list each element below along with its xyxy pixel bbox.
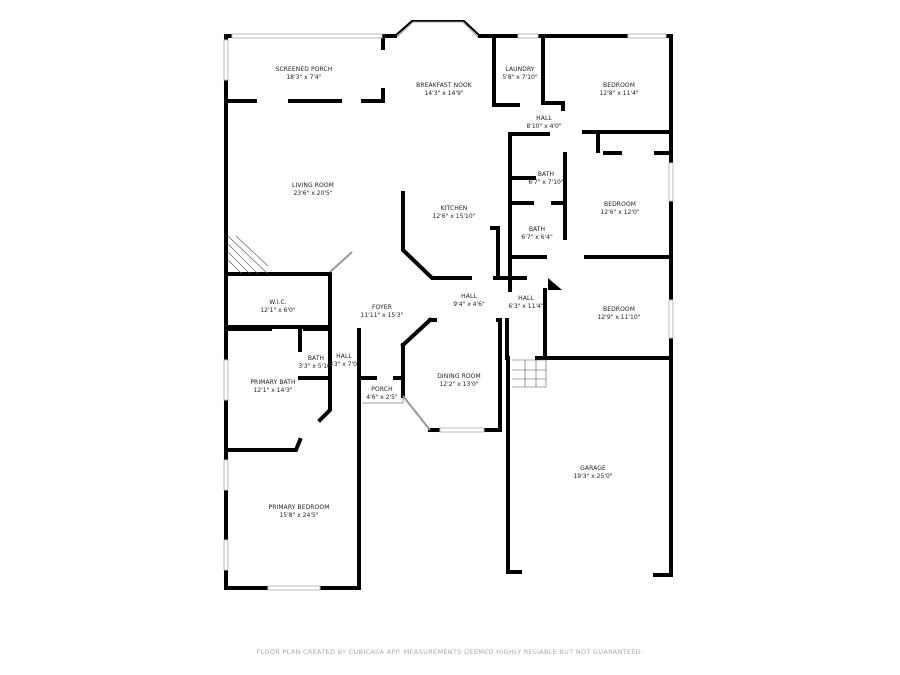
- room-dims: 6'7" x 7'10": [528, 179, 564, 186]
- room-name: BATH: [538, 171, 554, 178]
- room-name: PORCH: [371, 386, 392, 393]
- room-name: HALL: [518, 295, 534, 302]
- room-dims: 12'1" x 6'0": [260, 307, 296, 314]
- room-name: FOYER: [372, 304, 392, 311]
- room-name: W.I.C.: [269, 299, 287, 306]
- room-dims: 15'8" x 24'5": [279, 512, 318, 519]
- room-dims: 6'7" x 6'4": [521, 234, 553, 241]
- disclaimer-footer: FLOOR PLAN CREATED BY CUBICASA APP. MEAS…: [256, 648, 644, 656]
- room-name: BEDROOM: [603, 306, 635, 313]
- room-name: SCREENED PORCH: [276, 66, 333, 73]
- room-name: GARAGE: [580, 465, 606, 472]
- room-dims: 11'11" x 15'3": [361, 312, 404, 319]
- room-dims: 12'6" x 15'10": [433, 213, 476, 220]
- room-dims: 8'10" x 4'0": [526, 123, 562, 130]
- garage-stairs: [512, 359, 547, 388]
- room-name: BEDROOM: [603, 82, 635, 89]
- room-name: BREAKFAST NOOK: [416, 82, 473, 89]
- room-dims: 23'6" x 20'5": [293, 190, 332, 197]
- fireplace: [227, 235, 269, 275]
- room-dims: 5'8" x 7'10": [502, 74, 538, 81]
- room-dims: 12'2" x 13'0": [439, 381, 478, 388]
- room-name: LAUNDRY: [505, 66, 534, 73]
- room-dims: 3'3" x 7'0": [328, 361, 360, 368]
- room-name: HALL: [536, 115, 552, 122]
- room-dims: 12'1" x 14'3": [253, 387, 292, 394]
- room-labels: SCREENED PORCH 18'3" x 7'4" BREAKFAST NO…: [250, 66, 640, 519]
- walls: [224, 20, 673, 590]
- room-name: HALL: [336, 353, 352, 360]
- room-name: PRIMARY BATH: [250, 379, 295, 386]
- room-name: BATH: [308, 355, 324, 362]
- room-name: BATH: [529, 226, 545, 233]
- room-dims: 9'4" x 4'6": [453, 301, 485, 308]
- room-dims: 12'8" x 11'4": [599, 90, 638, 97]
- room-dims: 12'9" x 11'10": [598, 314, 641, 321]
- room-name: LIVING ROOM: [292, 182, 334, 189]
- room-dims: 18'3" x 7'4": [286, 74, 322, 81]
- room-name: KITCHEN: [441, 205, 468, 212]
- room-name: DINING ROOM: [437, 373, 481, 380]
- room-dims: 19'3" x 25'0": [573, 473, 612, 480]
- windows: [223, 21, 674, 591]
- room-dims: 4'6" x 2'5": [366, 394, 398, 401]
- room-dims: 3'3" x 5'10": [298, 363, 334, 370]
- room-name: BEDROOM: [604, 201, 636, 208]
- room-name: HALL: [461, 293, 477, 300]
- room-name: PRIMARY BEDROOM: [268, 504, 329, 511]
- room-dims: 12'6" x 12'0": [600, 209, 639, 216]
- room-dims: 14'3" x 14'9": [424, 90, 463, 97]
- room-dims: 6'3" x 11'4": [508, 303, 544, 310]
